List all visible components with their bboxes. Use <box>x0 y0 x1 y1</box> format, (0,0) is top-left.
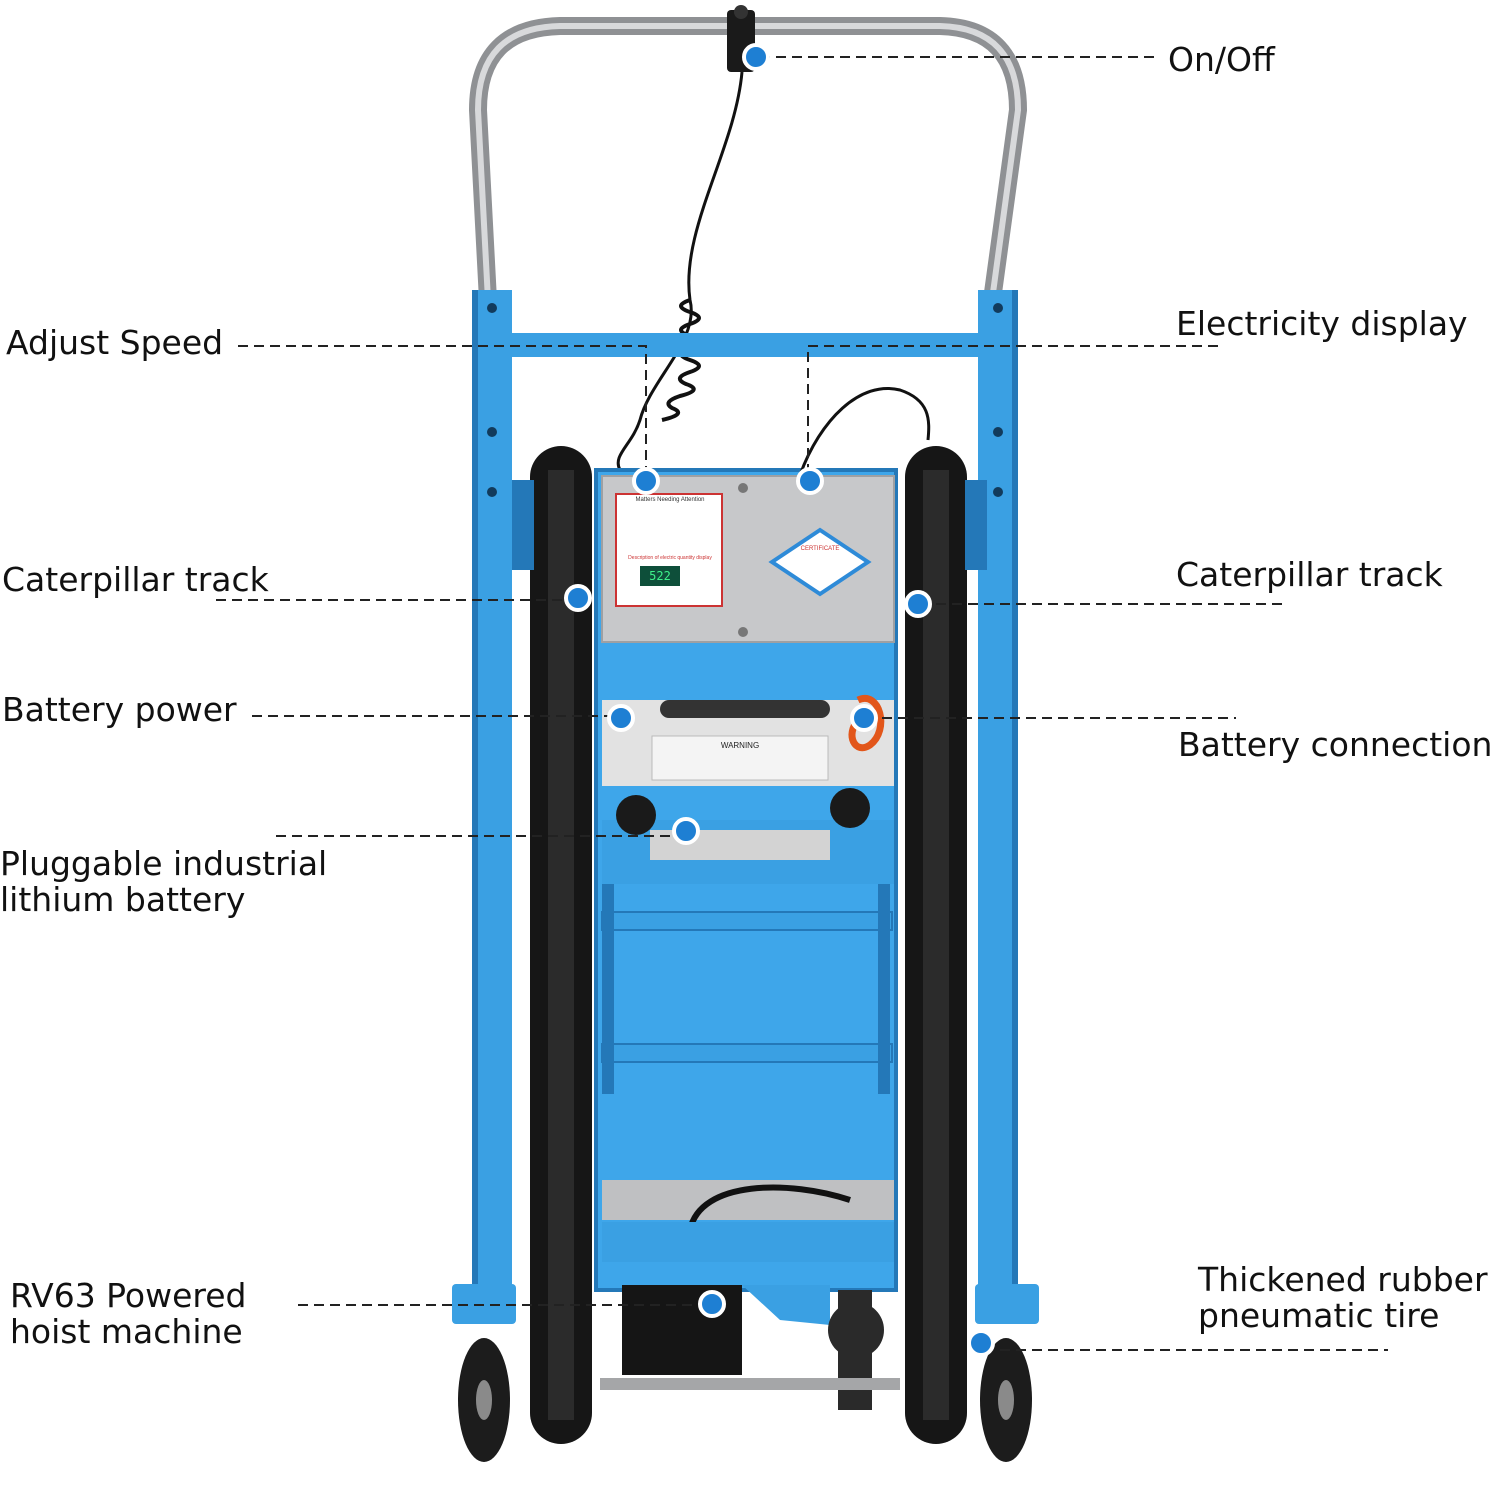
label-hoist-machine-line2: hoist machine <box>10 1312 243 1351</box>
label-electricity-display: Electricity display <box>1176 304 1468 343</box>
battery-warning-text: WARNING <box>720 741 760 750</box>
battery-knob-right <box>830 788 870 828</box>
callout-dot-electricity-display <box>796 467 824 495</box>
label-adjust-speed: Adjust Speed <box>6 323 224 362</box>
battery-gauge-icon: 522 <box>649 569 671 583</box>
callout-dot-battery-power <box>607 704 635 732</box>
coiled-cable <box>616 71 744 471</box>
callout-dot-pluggable-battery <box>672 817 700 845</box>
battery-cable <box>848 694 885 751</box>
certificate-text: CERTIFICATE <box>800 546 840 552</box>
callout-dot-track-left <box>564 584 592 612</box>
warning-label <box>615 493 723 607</box>
label-pluggable-battery-line1: Pluggable industrial <box>0 844 328 883</box>
label-pluggable-battery-line2: lithium battery <box>0 880 246 919</box>
label-pluggable-battery: Pluggable industrial lithium battery <box>0 846 327 918</box>
frame-left-rail <box>472 290 512 1320</box>
label-on-off: On/Off <box>1168 40 1275 79</box>
callout-dot-tire <box>967 1329 995 1357</box>
frame-right-rail <box>978 290 1018 1320</box>
callout-dot-track-right <box>904 590 932 618</box>
warning-label-title: Matters Needing Attention <box>635 497 705 503</box>
battery-handle <box>660 700 830 718</box>
label-battery-connection: Battery connection <box>1178 725 1493 764</box>
label-tire-line1: Thickened rubber <box>1198 1260 1488 1299</box>
callout-dot-battery-connection <box>850 704 878 732</box>
label-battery-power: Battery power <box>2 690 237 729</box>
label-caterpillar-track-left: Caterpillar track <box>2 560 269 599</box>
display-caption: Description of electric quantity display <box>628 555 712 561</box>
label-caterpillar-track-right: Caterpillar track <box>1176 555 1443 594</box>
label-hoist-machine-line1: RV63 Powered <box>10 1276 247 1315</box>
battery-knob-left <box>616 795 656 835</box>
callout-dot-adjust-speed <box>632 467 660 495</box>
callout-dot-hoist-machine <box>698 1290 726 1318</box>
lower-plate <box>602 1180 894 1220</box>
label-tire-line2: pneumatic tire <box>1198 1296 1440 1335</box>
label-hoist-machine: RV63 Powered hoist machine <box>10 1278 246 1350</box>
label-tire: Thickened rubber pneumatic tire <box>1198 1262 1488 1334</box>
callout-dot-on-off <box>742 43 770 71</box>
certificate-label <box>768 527 872 597</box>
